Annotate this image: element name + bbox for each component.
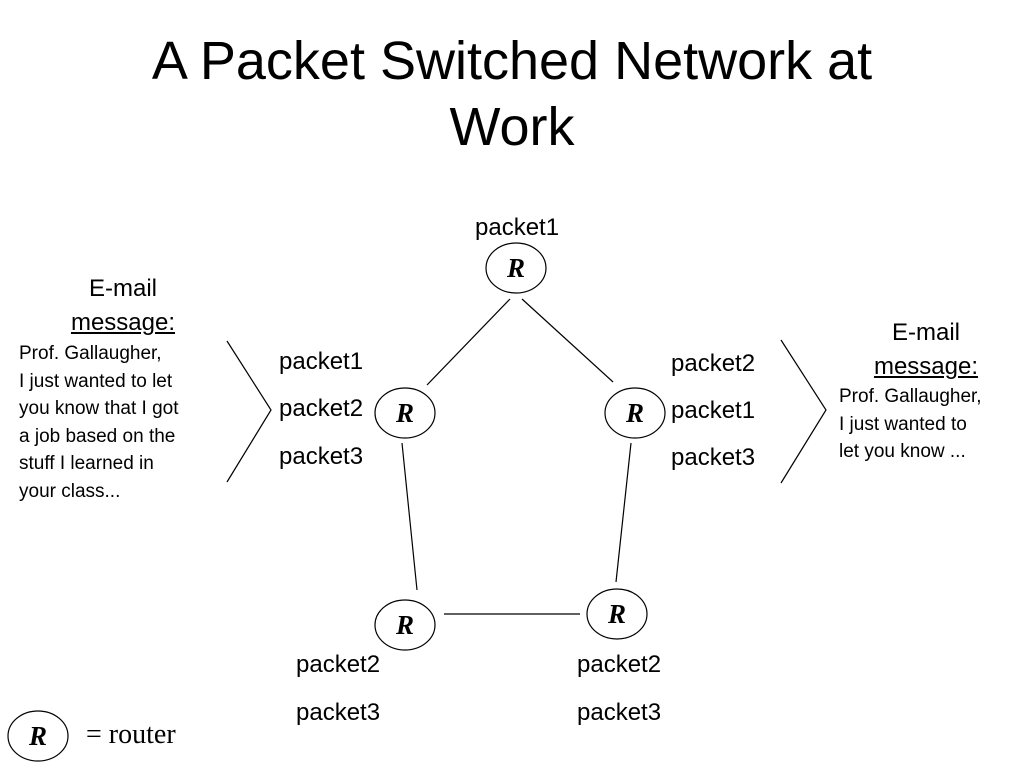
router-bottom-right-label: R bbox=[607, 599, 626, 629]
email-right-heading-line2: message: bbox=[873, 353, 979, 380]
email-left-heading: E-mail message: bbox=[48, 272, 198, 340]
link-top-midleft bbox=[426, 298, 511, 386]
email-left-line: a job based on the bbox=[19, 425, 176, 447]
packet-label-midright-3: packet3 bbox=[671, 444, 756, 471]
left-arrow-chevron bbox=[226, 340, 272, 483]
router-mid-left: R bbox=[374, 387, 436, 439]
packet-label-top: packet1 bbox=[475, 214, 560, 241]
right-arrow-chevron bbox=[780, 339, 827, 484]
packet-label-midright-1: packet2 bbox=[671, 350, 756, 377]
router-top-label: R bbox=[506, 253, 525, 283]
email-left-line: you know that I got bbox=[19, 398, 179, 419]
email-left-line: stuff I learned in bbox=[19, 453, 154, 474]
router-mid-right: R bbox=[604, 387, 666, 439]
router-legend-symbol: R bbox=[7, 710, 69, 762]
packet-label-midleft-2: packet2 bbox=[279, 395, 364, 422]
email-left-heading-line1: E-mail bbox=[88, 275, 157, 302]
router-bottom-left-label: R bbox=[395, 610, 414, 640]
packet-label-midleft-1: packet1 bbox=[279, 348, 364, 375]
packet-label-bottomleft-2: packet3 bbox=[296, 699, 381, 726]
email-left-body: Prof. Gallaugher, I just wanted to let y… bbox=[19, 340, 179, 505]
link-top-midright bbox=[521, 298, 614, 383]
packet-label-bottomleft-1: packet2 bbox=[296, 651, 381, 678]
router-legend-label: R bbox=[28, 721, 47, 751]
router-bottom-left: R bbox=[374, 599, 436, 651]
router-bottom-right: R bbox=[586, 588, 648, 640]
legend-router-text: = router bbox=[86, 719, 176, 750]
email-right-heading-line1: E-mail bbox=[891, 319, 960, 346]
packet-label-bottomright-1: packet2 bbox=[577, 651, 662, 678]
title-line-2: Work bbox=[449, 97, 575, 157]
link-midright-bottomright bbox=[615, 442, 632, 583]
packet-label-midleft-3: packet3 bbox=[279, 443, 364, 470]
slide-title: A Packet Switched Network at Work bbox=[0, 28, 1024, 160]
email-right-heading: E-mail message: bbox=[851, 316, 1001, 384]
email-left-heading-line2: message: bbox=[70, 309, 176, 336]
email-left-line: your class... bbox=[19, 480, 121, 502]
email-left-line: I just wanted to let bbox=[19, 370, 173, 392]
router-mid-left-label: R bbox=[395, 398, 414, 428]
router-top: R bbox=[485, 242, 547, 294]
packet-label-bottomright-2: packet3 bbox=[577, 699, 662, 726]
packet-label-midright-2: packet1 bbox=[671, 397, 756, 424]
title-line-1: A Packet Switched Network at bbox=[151, 31, 873, 91]
link-midleft-bottomleft bbox=[401, 442, 418, 591]
email-right-line: I just wanted to bbox=[839, 413, 967, 435]
email-right-line: let you know ... bbox=[839, 441, 966, 462]
email-right-line: Prof. Gallaugher, bbox=[839, 386, 982, 407]
router-mid-right-label: R bbox=[625, 398, 644, 428]
email-right-body: Prof. Gallaugher, I just wanted to let y… bbox=[839, 383, 982, 466]
email-left-line: Prof. Gallaugher, bbox=[19, 343, 162, 364]
